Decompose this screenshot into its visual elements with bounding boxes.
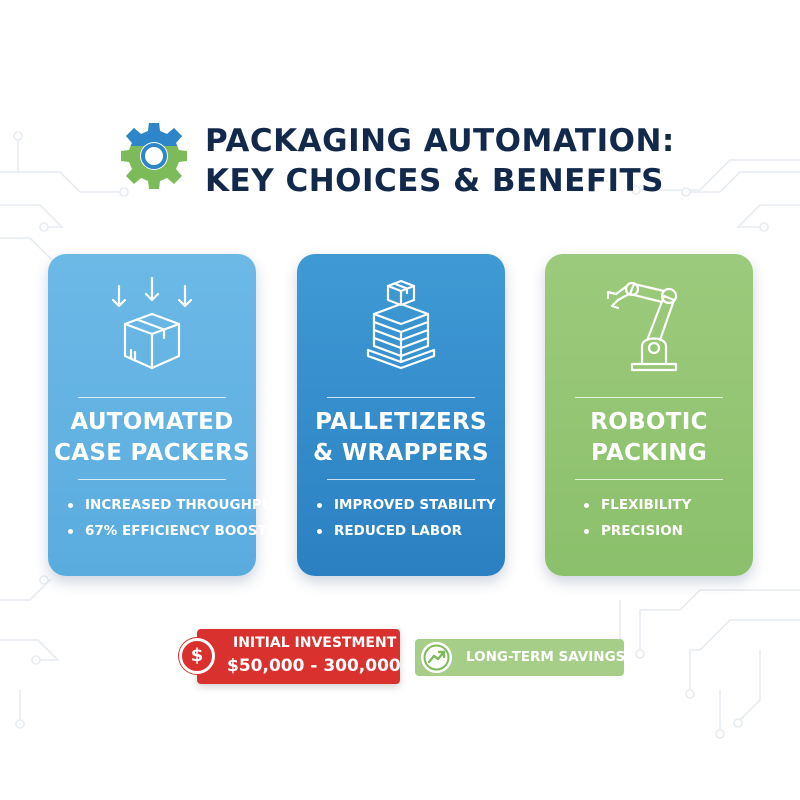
benefit-item: PRECISION (584, 518, 747, 544)
card-robotic-packing: ROBOTIC PACKING FLEXIBILITY PRECISION (545, 254, 753, 576)
benefit-item: IMPROVED STABILITY (317, 492, 499, 518)
benefit-list: INCREASED THROUGHPUT 67% EFFICIENCY BOOS… (68, 492, 282, 544)
card-divider (575, 397, 723, 398)
card-automated-case-packers: AUTOMATED CASE PACKERS INCREASED THROUGH… (48, 254, 282, 576)
dollar-icon: $ (179, 638, 215, 674)
card-divider (327, 479, 475, 480)
card-title-line-2: & WRAPPERS (313, 440, 489, 466)
benefit-list: FLEXIBILITY PRECISION (584, 492, 747, 544)
benefit-item: INCREASED THROUGHPUT (68, 492, 282, 518)
page-title: PACKAGING AUTOMATION: KEY CHOICES & BENE… (205, 121, 675, 201)
card-title-line-2: PACKING (590, 440, 708, 466)
long-term-savings-badge: LONG-TERM SAVINGS (415, 639, 626, 676)
investment-label: INITIAL INVESTMENT (233, 635, 397, 651)
box-with-down-arrows-icon (111, 276, 193, 370)
card-title-line-1: AUTOMATED (70, 409, 234, 435)
title-line-1: PACKAGING AUTOMATION: (205, 123, 675, 159)
initial-investment-badge: $ INITIAL INVESTMENT $50,000 - 300,000+ (179, 629, 415, 684)
card-palletizers-wrappers: PALLETIZERS & WRAPPERS IMPROVED STABILIT… (297, 254, 505, 576)
card-title: AUTOMATED CASE PACKERS (48, 407, 256, 469)
benefit-list: IMPROVED STABILITY REDUCED LABOR (317, 492, 499, 544)
stacked-pallet-icon (366, 279, 436, 370)
card-divider (327, 397, 475, 398)
savings-label: LONG-TERM SAVINGS (466, 649, 626, 665)
trend-up-icon (421, 642, 452, 673)
gear-icon (121, 123, 187, 189)
title-line-2: KEY CHOICES & BENEFITS (205, 163, 665, 199)
investment-range: $50,000 - 300,000+ (227, 656, 415, 676)
card-title: ROBOTIC PACKING (545, 407, 753, 469)
card-divider (78, 397, 226, 398)
card-title-line-2: CASE PACKERS (54, 440, 250, 466)
card-title-line-1: ROBOTIC (590, 409, 708, 435)
card-divider (78, 479, 226, 480)
benefit-item: FLEXIBILITY (584, 492, 747, 518)
benefit-item: REDUCED LABOR (317, 518, 499, 544)
card-title: PALLETIZERS & WRAPPERS (297, 407, 505, 469)
card-title-line-1: PALLETIZERS (315, 409, 487, 435)
card-divider (575, 479, 723, 480)
benefit-item: 67% EFFICIENCY BOOST (68, 518, 267, 544)
robotic-arm-icon (606, 281, 678, 372)
